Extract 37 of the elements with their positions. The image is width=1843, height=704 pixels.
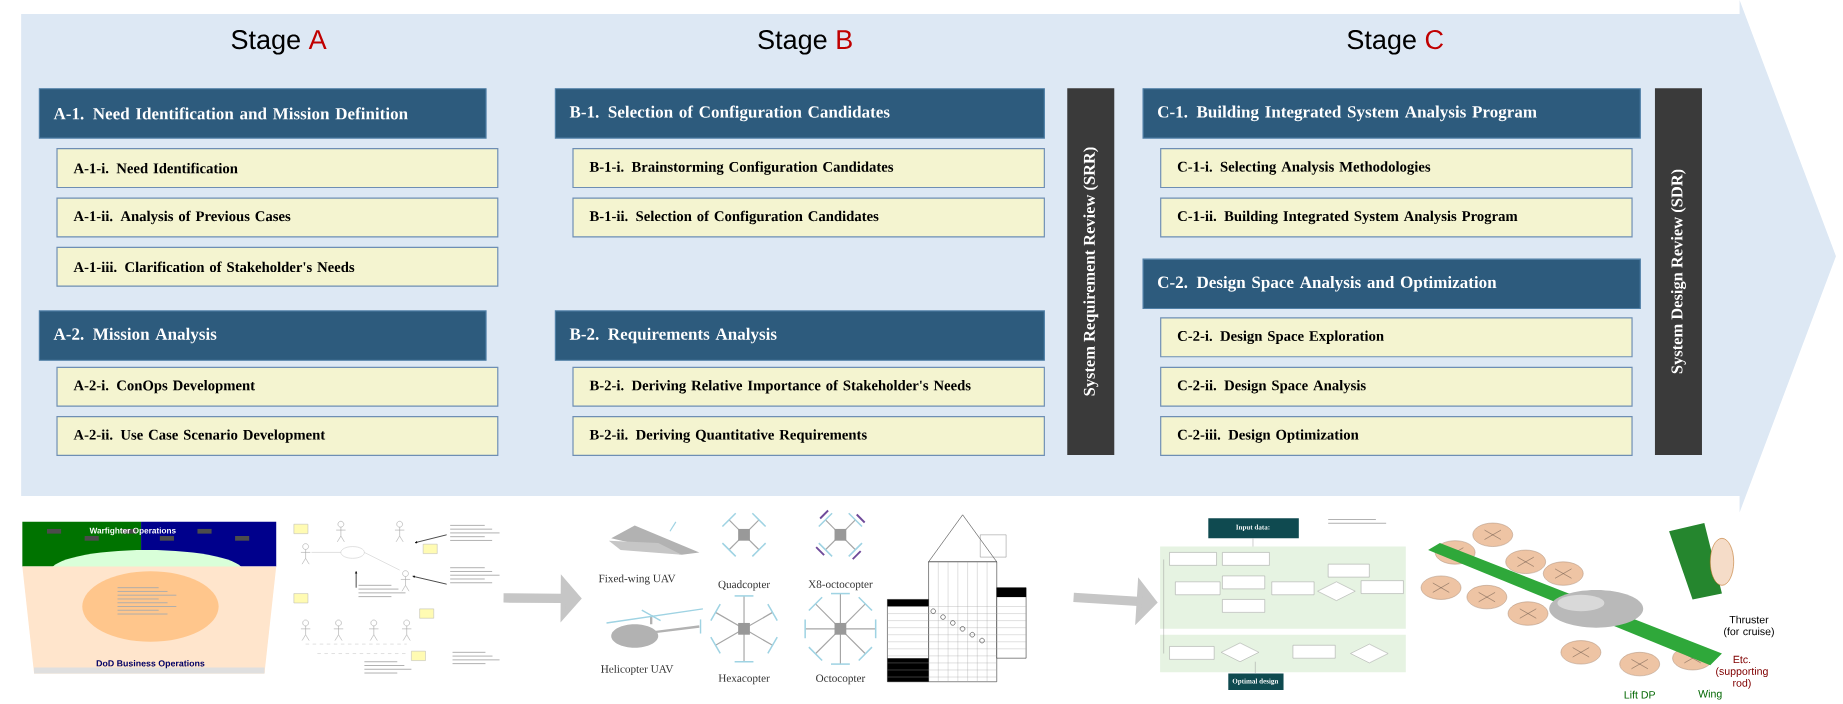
stage-heading: Stage C [1347,30,1443,55]
task-box: A-1-i. Need Identification [56,148,499,189]
task-box: B-2-ii. Deriving Quantitative Requirements [572,416,1045,457]
task-box: A-2-i. ConOps Development [56,366,499,407]
part-label: Etc. (supporting rod) [1716,655,1768,689]
task-box: C-1-i. Selecting Analysis Methodologies [1160,148,1633,189]
section-header: C-2. Design Space Analysis and Optimization [1142,258,1641,310]
uav-caption: Quadcopter [718,580,770,591]
section-header: A-2. Mission Analysis [38,310,487,361]
picture-caption: DoD Business Operations [96,660,205,669]
part-label: Wing [1698,689,1722,700]
uav-caption: X8-octocopter [808,580,873,591]
section-header: B-1. Selection of Configuration Candidates [554,88,1045,139]
illustration-drawing [22,521,277,674]
review-bar: System Requirement Review (SRR) [1067,88,1115,455]
task-box: B-2-i. Deriving Relative Importance of Stakeholder's Needs [572,366,1045,407]
task-box: B-1-ii. Selection of Configuration Candidates [572,197,1045,238]
part-label: Lift DP [1624,690,1655,699]
illustration-drawing [293,520,501,674]
task-box: A-2-ii. Use Case Scenario Development [56,416,499,457]
task-box: A-1-iii. Clarification of Stakeholder's Needs [56,246,499,287]
illustration-drawing [887,514,1027,682]
stage-heading: Stage A [231,30,327,55]
task-box: C-2-iii. Design Optimization [1160,416,1633,457]
section-header: B-2. Requirements Analysis [554,310,1045,361]
uav-caption: Fixed-wing UAV [598,574,676,585]
uav-caption: Octocopter [816,674,866,685]
section-header: A-1. Need Identification and Mission Definition [38,88,487,139]
stage-heading: Stage B [758,30,852,55]
section-header: C-1. Building Integrated System Analysis Program [1142,88,1641,139]
task-box: B-1-i. Brainstorming Configuration Candidates [572,148,1045,189]
task-box: C-2-i. Design Space Exploration [1160,317,1633,358]
task-box: C-1-ii. Building Integrated System Analysis Program [1160,197,1633,238]
review-bar: System Design Review (SDR) [1654,88,1702,455]
task-box: C-2-ii. Design Space Analysis [1160,366,1633,407]
task-box: A-1-ii. Analysis of Previous Cases [56,197,499,238]
illustration-drawing [1160,518,1406,690]
